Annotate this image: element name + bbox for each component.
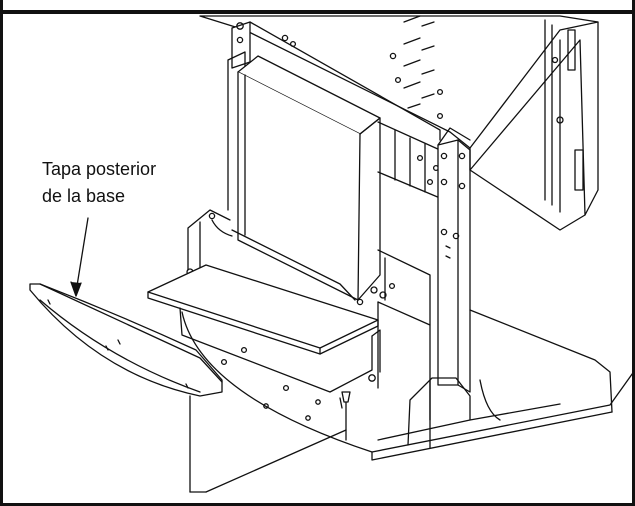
callout-line-2: de la base: [42, 186, 126, 206]
stand-column: [438, 128, 470, 392]
callout-line-1: Tapa posterior: [42, 159, 157, 179]
callout-arrow: [71, 218, 88, 296]
shelf-plate: [148, 265, 378, 354]
lower-housing: [180, 308, 380, 420]
display-panel: [200, 16, 598, 230]
callout-label: Tapa posterior de la base: [42, 156, 156, 210]
stand-base: [182, 310, 635, 460]
stand-frame: [187, 210, 430, 420]
top-rule: [0, 10, 635, 14]
cover-unit: [212, 56, 380, 300]
screw-callout-lines: [190, 392, 350, 492]
rear-cover-panel: [30, 284, 222, 396]
